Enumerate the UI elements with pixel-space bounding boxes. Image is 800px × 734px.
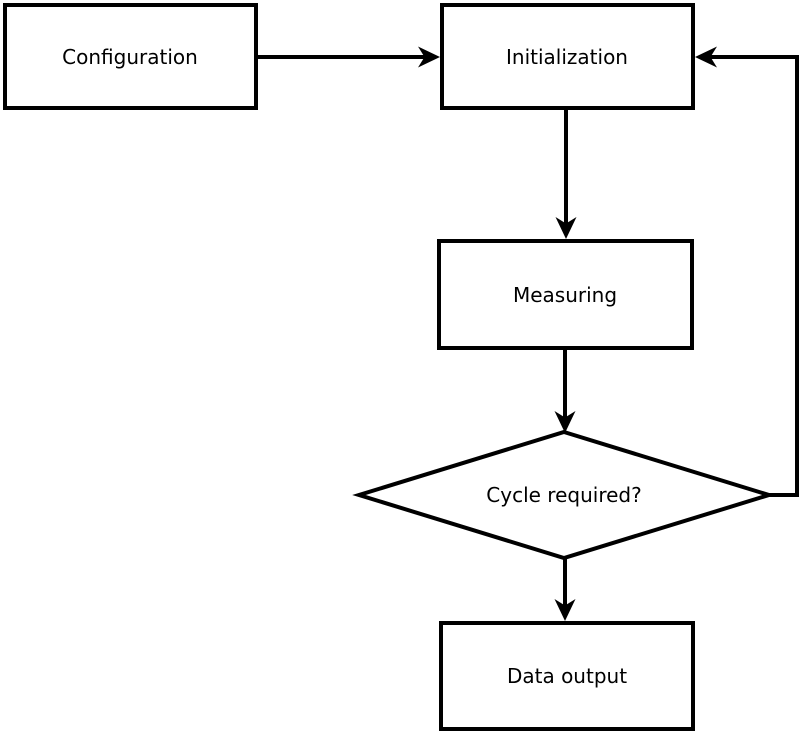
edge-cycle-required-to-initialization-feedback xyxy=(695,46,799,497)
node-data-output-label: Data output xyxy=(507,664,627,688)
node-initialization-box xyxy=(440,3,695,110)
node-configuration-label: Configuration xyxy=(62,45,198,69)
node-configuration-box xyxy=(3,3,258,110)
node-initialization: Initialization xyxy=(440,3,695,110)
edge-configuration-to-initialization xyxy=(256,46,440,68)
node-data-output-box xyxy=(439,621,695,731)
node-measuring: Measuring xyxy=(437,239,694,350)
node-initialization-label: Initialization xyxy=(506,45,628,69)
edge-feedback-loop-line xyxy=(710,55,799,497)
arrowhead-down-icon xyxy=(554,599,576,621)
node-configuration: Configuration xyxy=(3,3,258,110)
arrowhead-left-icon xyxy=(695,46,717,68)
edge-initialization-to-measuring xyxy=(555,108,577,239)
node-measuring-label: Measuring xyxy=(513,283,617,307)
node-cycle-required-diamond xyxy=(352,429,776,561)
arrowhead-down-icon xyxy=(554,411,576,433)
edge-measuring-to-cycle-required xyxy=(554,348,576,433)
node-cycle-required-label: Cycle required? xyxy=(486,483,641,507)
node-data-output: Data output xyxy=(439,621,695,731)
arrowhead-down-icon xyxy=(555,217,577,239)
node-measuring-box xyxy=(437,239,694,350)
arrowhead-right-icon xyxy=(418,46,440,68)
edge-cycle-required-to-data-output xyxy=(554,556,576,621)
node-cycle-required: Cycle required? xyxy=(352,429,776,561)
